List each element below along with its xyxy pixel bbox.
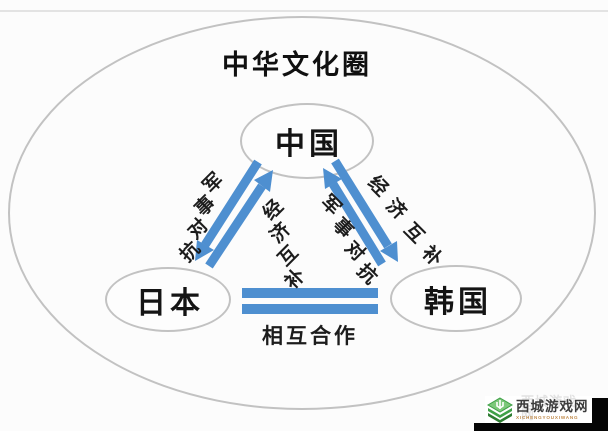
culture-circle-ellipse (8, 16, 596, 410)
node-japan-label: 日本 (136, 286, 204, 320)
node-china: 中国 (240, 103, 374, 179)
diagram-title: 中华文化圈 (222, 50, 372, 80)
photo-top-edge-line (0, 10, 608, 12)
watermark-texts: 西城游戏网 西城游戏网 XICHENGYOUXIWANG (516, 395, 589, 421)
watermark-site-name: 西城游戏网 (516, 399, 589, 415)
watermark-site-name-latin: XICHENGYOUXIWANG (516, 414, 579, 420)
edge-label-cooperation: 相互合作 (262, 325, 358, 348)
node-korea: 韩国 (390, 265, 522, 332)
watermark-badge: 西城游戏网 西城游戏网 XICHENGYOUXIWANG (485, 395, 593, 425)
watermark-ghost-text: 西城游戏网 (521, 394, 578, 423)
node-korea-label: 韩国 (424, 285, 492, 319)
node-japan: 日本 (105, 267, 231, 332)
black-bottom-strip (474, 423, 608, 431)
watermark-logo-icon (487, 397, 513, 423)
node-china-label: 中国 (275, 128, 343, 161)
black-corner-block (592, 398, 608, 431)
